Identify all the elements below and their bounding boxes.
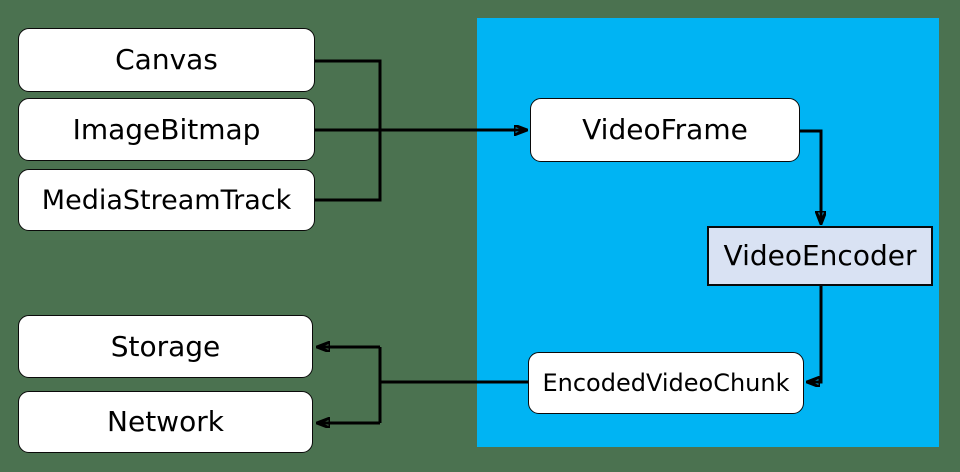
node-network: Network xyxy=(18,391,313,453)
node-videoframe-label: VideoFrame xyxy=(582,113,748,146)
node-canvas: Canvas xyxy=(18,28,315,92)
node-network-label: Network xyxy=(107,405,224,438)
connector-sources-junction xyxy=(315,59,382,202)
node-encodedvideochunk-label: EncodedVideoChunk xyxy=(542,369,790,397)
node-storage-label: Storage xyxy=(110,329,221,363)
node-mediastreamtrack: MediaStreamTrack xyxy=(18,169,315,231)
node-videoencoder-label: VideoEncoder xyxy=(723,239,917,272)
node-imagebitmap-label: ImageBitmap xyxy=(72,112,261,146)
node-encodedvideochunk: EncodedVideoChunk xyxy=(528,352,804,414)
node-imagebitmap: ImageBitmap xyxy=(18,98,315,161)
node-canvas-label: Canvas xyxy=(115,43,218,76)
node-videoframe: VideoFrame xyxy=(530,98,800,162)
node-storage: Storage xyxy=(18,315,313,378)
node-mediastreamtrack-label: MediaStreamTrack xyxy=(41,184,292,216)
node-videoencoder: VideoEncoder xyxy=(707,226,933,286)
